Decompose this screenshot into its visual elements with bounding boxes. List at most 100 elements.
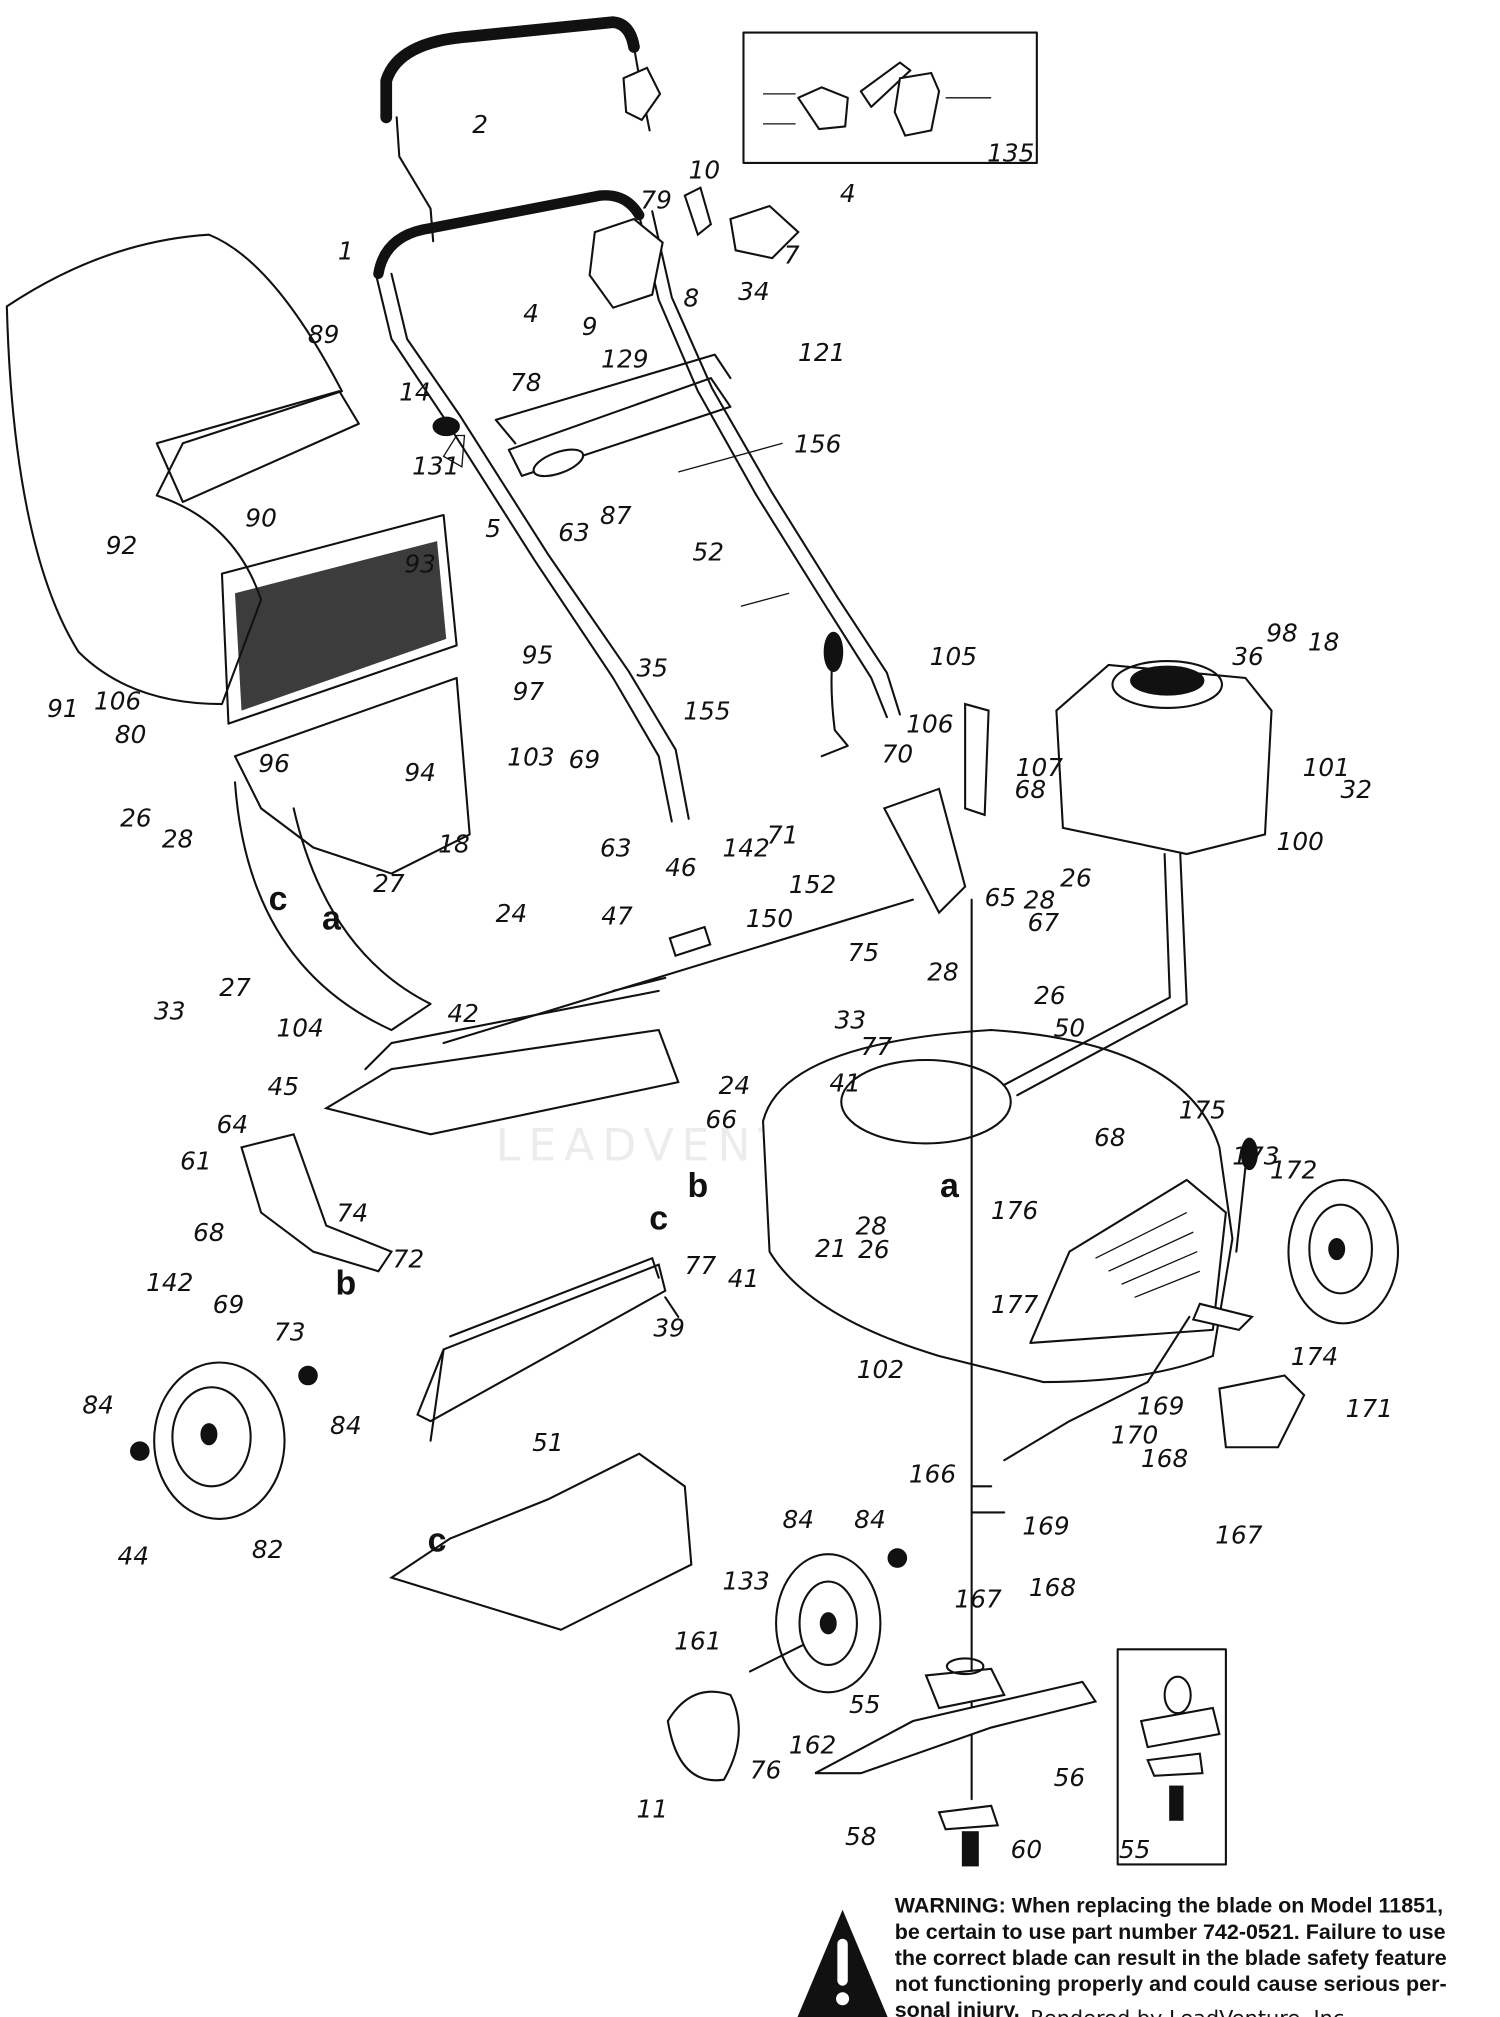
part-number-callout: 11 bbox=[636, 1795, 668, 1824]
part-number-callout: 77 bbox=[685, 1251, 717, 1280]
part-number-callout: 162 bbox=[789, 1731, 836, 1760]
part-number-callout: 169 bbox=[1137, 1392, 1184, 1421]
part-number-callout: 60 bbox=[1011, 1835, 1043, 1864]
part-number-callout: 26 bbox=[1034, 981, 1066, 1010]
warning-line-2: be certain to use part number 742-0521. … bbox=[895, 1920, 1446, 1944]
part-number-callout: 172 bbox=[1270, 1156, 1317, 1185]
part-number-callout: 167 bbox=[955, 1585, 1003, 1614]
part-number-callout: 98 bbox=[1266, 618, 1298, 647]
part-number-callout: 35 bbox=[636, 654, 668, 683]
part-number-callout: 24 bbox=[719, 1071, 751, 1100]
part-number-callout: 75 bbox=[848, 938, 880, 967]
part-number-callout: 166 bbox=[909, 1459, 956, 1488]
part-number-callout: 105 bbox=[930, 642, 977, 671]
part-number-callout: 44 bbox=[118, 1542, 150, 1571]
part-number-callout: 80 bbox=[115, 720, 147, 749]
part-number-callout: 174 bbox=[1291, 1342, 1338, 1371]
part-number-callout: 104 bbox=[277, 1014, 324, 1043]
part-number-callout: 168 bbox=[1141, 1444, 1188, 1473]
rear-left-wheel bbox=[130, 1361, 318, 1520]
part-number-callout: 129 bbox=[601, 345, 648, 374]
part-number-callout: 55 bbox=[849, 1690, 881, 1719]
part-number-callout: 89 bbox=[308, 320, 340, 349]
part-number-callout: 55 bbox=[1119, 1835, 1151, 1864]
part-number-callout: 65 bbox=[985, 883, 1017, 912]
part-number-callout: 9 bbox=[582, 312, 598, 341]
part-number-callout: 51 bbox=[532, 1428, 564, 1457]
part-number-callout: 135 bbox=[987, 139, 1034, 168]
part-number-callout: 171 bbox=[1346, 1394, 1393, 1423]
warning-block: WARNING: When replacing the blade on Mod… bbox=[797, 1894, 1447, 2017]
warning-line-3: the correct blade can result in the blad… bbox=[895, 1946, 1447, 1970]
credit-text: Rendered by LeadVenture, Inc. bbox=[1030, 2006, 1351, 2017]
part-number-callout: 95 bbox=[522, 641, 554, 670]
part-number-callout: 142 bbox=[146, 1268, 193, 1297]
part-number-callout: 68 bbox=[1015, 775, 1047, 804]
warning-line-4: not functioning properly and could cause… bbox=[895, 1972, 1447, 1996]
part-number-callout: 67 bbox=[1028, 908, 1060, 937]
part-number-callout: 68 bbox=[193, 1218, 225, 1247]
part-number-callout: 39 bbox=[653, 1313, 685, 1342]
part-number-callout: 52 bbox=[693, 538, 725, 567]
part-number-callout: 176 bbox=[991, 1196, 1038, 1225]
blade-and-adapter bbox=[814, 1485, 1098, 1867]
part-number-callout: 177 bbox=[991, 1290, 1039, 1319]
warning-line-5: sonal injury. bbox=[895, 1998, 1020, 2017]
part-number-callout: 152 bbox=[789, 870, 836, 899]
part-number-callout: 33 bbox=[154, 997, 186, 1026]
part-number-callout: 41 bbox=[728, 1264, 760, 1293]
part-number-callout: 58 bbox=[845, 1822, 877, 1851]
part-number-callout: 41 bbox=[829, 1068, 861, 1097]
part-number-callout: 46 bbox=[665, 853, 697, 882]
part-number-callout: 167 bbox=[1215, 1521, 1263, 1550]
reference-letter: b bbox=[687, 1167, 708, 1205]
reference-letter: a bbox=[322, 900, 342, 938]
part-number-callout: 2 bbox=[472, 110, 488, 139]
part-number-callout: 64 bbox=[217, 1110, 249, 1139]
part-number-callout: 33 bbox=[835, 1006, 867, 1035]
part-number-callout: 34 bbox=[738, 277, 770, 306]
mower-deck bbox=[761, 1028, 1234, 1384]
part-number-callout: 175 bbox=[1179, 1096, 1226, 1125]
part-number-callout: 94 bbox=[404, 758, 436, 787]
part-number-callout: 74 bbox=[337, 1199, 369, 1228]
rear-axle bbox=[442, 898, 915, 1045]
part-number-callout: 106 bbox=[906, 710, 953, 739]
part-number-callout: 71 bbox=[767, 821, 799, 850]
part-number-callout: 26 bbox=[120, 804, 152, 833]
part-number-callout: 18 bbox=[1308, 628, 1340, 657]
part-number-callout: 26 bbox=[1060, 864, 1092, 893]
part-number-callout: 84 bbox=[330, 1411, 362, 1440]
part-number-callout: 87 bbox=[600, 501, 632, 530]
part-number-callout: 68 bbox=[1094, 1123, 1126, 1152]
grass-catcher-bag bbox=[5, 233, 471, 1032]
part-number-callout: 106 bbox=[94, 686, 141, 715]
part-number-callout: 173 bbox=[1232, 1141, 1279, 1170]
part-number-callout: 1 bbox=[338, 236, 354, 265]
part-number-callout: 142 bbox=[722, 834, 769, 863]
part-number-callout: 79 bbox=[640, 186, 672, 215]
part-number-callout: 4 bbox=[523, 299, 539, 328]
part-number-callout: 102 bbox=[857, 1355, 904, 1384]
reference-letter: c bbox=[428, 1522, 447, 1560]
part-number-callout: 82 bbox=[252, 1535, 284, 1564]
part-number-callout: 28 bbox=[855, 1212, 887, 1241]
part-number-callout: 168 bbox=[1029, 1573, 1076, 1602]
part-number-callout: 78 bbox=[510, 368, 542, 397]
reference-letter: c bbox=[649, 1199, 668, 1237]
part-number-callout: 77 bbox=[861, 1032, 893, 1061]
part-number-callout: 10 bbox=[689, 156, 721, 185]
part-number-callout: 5 bbox=[485, 514, 501, 543]
part-number-callout: 156 bbox=[794, 429, 841, 458]
part-number-callout: 47 bbox=[601, 901, 633, 930]
height-adjuster-rear bbox=[240, 631, 1306, 1462]
part-number-callout: 28 bbox=[927, 957, 959, 986]
part-number-callout: 73 bbox=[274, 1317, 306, 1346]
part-number-callout: 97 bbox=[513, 677, 545, 706]
part-number-callout: 92 bbox=[106, 531, 138, 560]
part-number-callout: 32 bbox=[1341, 775, 1373, 804]
handle-controls bbox=[432, 186, 800, 607]
